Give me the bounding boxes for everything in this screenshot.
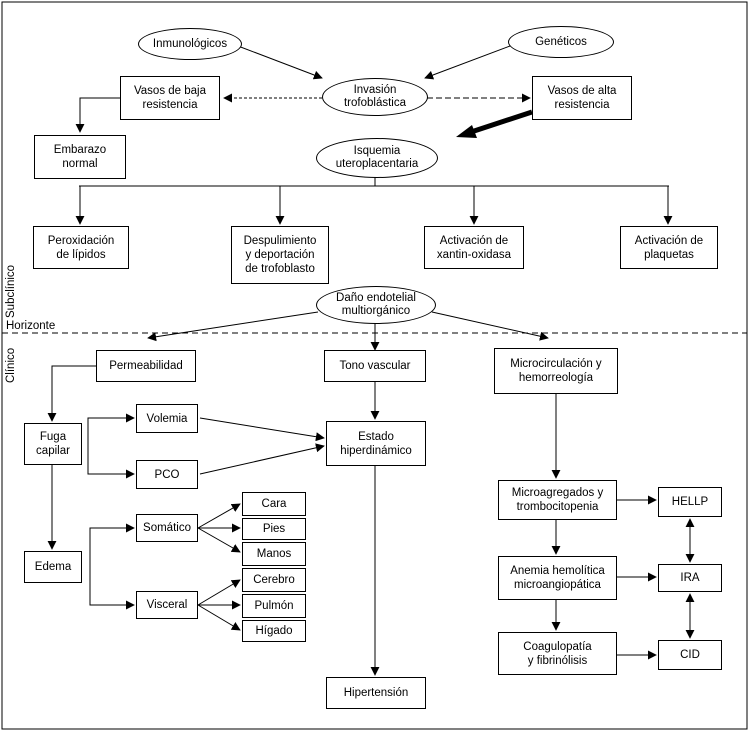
box-higado: Hígado — [242, 620, 306, 642]
label-horizonte: Horizonte — [6, 320, 56, 332]
arrow-fuga-volemia — [87, 413, 135, 440]
box-microcirculacion: Microcirculación y hemorreología — [494, 348, 618, 394]
box-estado: Estado hiperdinámico — [326, 421, 426, 466]
box-peroxidacion: Peroxidación de lípidos — [33, 226, 129, 269]
arrow-dano-microcirculacion — [431, 311, 549, 341]
label-subclinico: Subclínico — [5, 264, 17, 318]
arrow-visceral-cerebro — [197, 579, 241, 606]
box-somatico: Somático — [136, 514, 198, 542]
box-pco: PCO — [136, 460, 198, 489]
box-hellp: HELLP — [658, 487, 722, 517]
arrow-geneticos-invasion — [424, 45, 511, 80]
thick-arrow-alta-isquemia — [467, 109, 533, 136]
box-manos: Manos — [242, 542, 306, 566]
oval-invasion: Invasión trofoblástica — [322, 78, 428, 116]
box-xantin: Activación de xantin-oxidasa — [424, 226, 524, 269]
box-cara: Cara — [242, 492, 306, 516]
box-despulimiento: Despulimiento y deportación de trofoblas… — [231, 226, 329, 284]
box-vasos-baja: Vasos de baja resistencia — [120, 76, 220, 120]
box-anemia: Anemia hemolítica microangiopática — [498, 556, 617, 600]
box-microagregados: Microagregados y trombocitopenia — [498, 480, 617, 520]
box-coagulopatia: Coagulopatía y fibrinólisis — [498, 632, 617, 675]
arrow-permeabilidad-fuga — [47, 365, 96, 422]
box-fuga: Fuga capilar — [24, 423, 82, 465]
box-vasos-alta: Vasos de alta resistencia — [532, 76, 632, 120]
oval-inmunologicos: Inmunológicos — [138, 28, 242, 60]
arrow-visceral-higado — [197, 604, 241, 631]
arrow-fuga-pco — [87, 440, 135, 479]
thick-arrow-head — [456, 125, 477, 138]
box-cid: CID — [658, 640, 722, 670]
arrow-volemia-estado — [199, 417, 325, 442]
arrow-edema-somatico — [89, 523, 135, 567]
box-ira: IRA — [658, 564, 722, 592]
box-plaquetas: Activación de plaquetas — [620, 226, 718, 269]
arrow-vasos-baja-embarazo — [75, 97, 120, 133]
arrow-dano-permeabilidad — [147, 311, 319, 342]
arrow-inmunologicos-invasion — [237, 45, 323, 80]
box-tono: Tono vascular — [324, 350, 426, 382]
box-embarazo: Embarazo normal — [34, 135, 126, 179]
box-visceral: Visceral — [136, 591, 198, 619]
label-clinico: Clínico — [5, 347, 17, 383]
box-permeabilidad: Permeabilidad — [96, 350, 196, 382]
box-pulmon: Pulmón — [242, 594, 306, 618]
box-edema: Edema — [24, 551, 82, 583]
box-cerebro: Cerebro — [242, 568, 306, 592]
arrow-edema-visceral — [89, 567, 135, 610]
box-hipertension: Hipertensión — [326, 677, 426, 709]
oval-dano: Daño endotelial multiorgánico — [316, 286, 436, 324]
oval-isquemia: Isquemia uteroplacentaria — [316, 138, 438, 178]
arrow-somatico-cara — [197, 503, 241, 529]
arrow-somatico-manos — [197, 527, 241, 553]
box-volemia: Volemia — [136, 404, 198, 433]
box-pies: Pies — [242, 518, 306, 540]
arrow-pco-estado — [199, 443, 325, 475]
oval-geneticos: Genéticos — [508, 26, 614, 58]
